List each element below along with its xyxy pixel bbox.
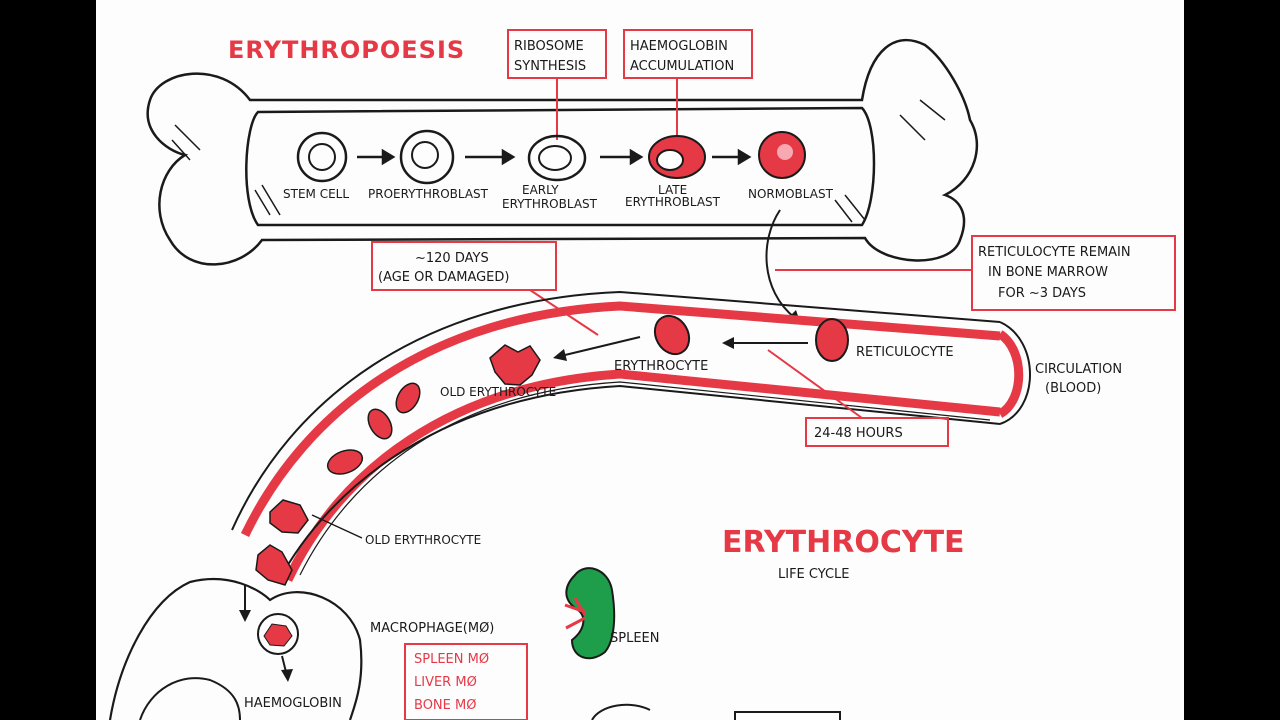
erythrocyte-title: ERYTHROCYTE: [722, 525, 965, 560]
normoblast-cell: [758, 131, 806, 179]
days-box: [371, 241, 557, 291]
retic-remain-label-2: IN BONE MARROW: [988, 265, 1108, 280]
late-erythroblast-cell: [648, 135, 706, 179]
reticulocyte-cell: [815, 318, 849, 362]
haemoglobin-label: HAEMOGLOBIN: [244, 696, 342, 711]
bottom-sketch: [591, 703, 841, 720]
early-erythroblast-cell: [527, 134, 587, 182]
paper: ERYTHROPOESIS RIBOSOME SYNTHESIS HAEMOGL…: [96, 0, 1184, 720]
macrophage-outline: [108, 577, 363, 720]
marrow-arrows: [357, 148, 752, 166]
blood-vessel: [231, 290, 1031, 583]
circulation-label-2: (BLOOD): [1045, 381, 1101, 396]
stem-cell: [296, 131, 348, 183]
old-erythrocyte-label-2: OLD ERYTHROCYTE: [365, 533, 481, 547]
proerythroblast-label: PROERYTHROBLAST: [368, 187, 489, 201]
spleen-label: SPLEEN: [610, 631, 660, 646]
diagram-canvas: ERYTHROPOESIS RIBOSOME SYNTHESIS HAEMOGL…: [108, 29, 1176, 720]
haemoglobin-label-1: HAEMOGLOBIN: [630, 39, 728, 54]
macrophage-type-bone: BONE MØ: [414, 698, 476, 713]
erythrocyte-cell: [653, 314, 691, 356]
retic-remain-label-3: FOR ~3 DAYS: [998, 286, 1086, 301]
macrophage-type-spleen: SPLEEN MØ: [414, 652, 489, 667]
circulation-label-1: CIRCULATION: [1035, 362, 1122, 377]
vessel-rbcs: [255, 382, 421, 586]
early-erythroblast-label-1: EARLY: [522, 183, 559, 197]
days-label-2: (AGE OR DAMAGED): [378, 270, 509, 285]
erythrocyte-label: ERYTHROCYTE: [614, 359, 708, 374]
phagosome: [257, 613, 299, 655]
retic-remain-box: [971, 235, 1176, 311]
reticulocyte-label: RETICULOCYTE: [856, 345, 954, 360]
macrophage-label: MACROPHAGE(MØ): [370, 621, 494, 636]
bone: [146, 39, 979, 266]
old-erythrocyte-label: OLD ERYTHROCYTE: [440, 385, 556, 399]
ribosome-label-1: RIBOSOME: [514, 39, 584, 54]
normoblast-label: NORMOBLAST: [748, 187, 834, 201]
spleen-vessels: [564, 597, 587, 630]
macrophage-nucleus: [139, 677, 241, 720]
retic-remain-label-1: RETICULOCYTE REMAIN: [978, 245, 1131, 260]
early-erythroblast-label-2: ERYTHROBLAST: [502, 197, 598, 211]
late-erythroblast-label-1: LATE: [658, 183, 687, 197]
haemoglobin-box: [623, 29, 753, 79]
stem-cell-label: STEM CELL: [283, 187, 349, 201]
ribosome-label-2: SYNTHESIS: [514, 59, 586, 74]
days-label-1: ~120 DAYS: [415, 251, 489, 266]
hours-pointer: [767, 349, 863, 419]
proerythroblast-cell: [399, 129, 455, 185]
haemoglobin-label-2: ACCUMULATION: [630, 59, 734, 74]
late-erythroblast-label-2: ERYTHROBLAST: [625, 195, 721, 209]
spleen-organ: [565, 567, 616, 660]
hours-box: [805, 417, 949, 447]
life-cycle-subtitle: LIFE CYCLE: [778, 567, 850, 582]
macrophage-type-liver: LIVER MØ: [414, 675, 477, 690]
release-arrow: [765, 209, 796, 319]
erythropoesis-title: ERYTHROPOESIS: [228, 36, 465, 64]
hours-label: 24-48 HOURS: [814, 426, 903, 441]
old-erythrocyte-cell: [489, 344, 541, 386]
macrophage-types-box: [404, 643, 528, 720]
